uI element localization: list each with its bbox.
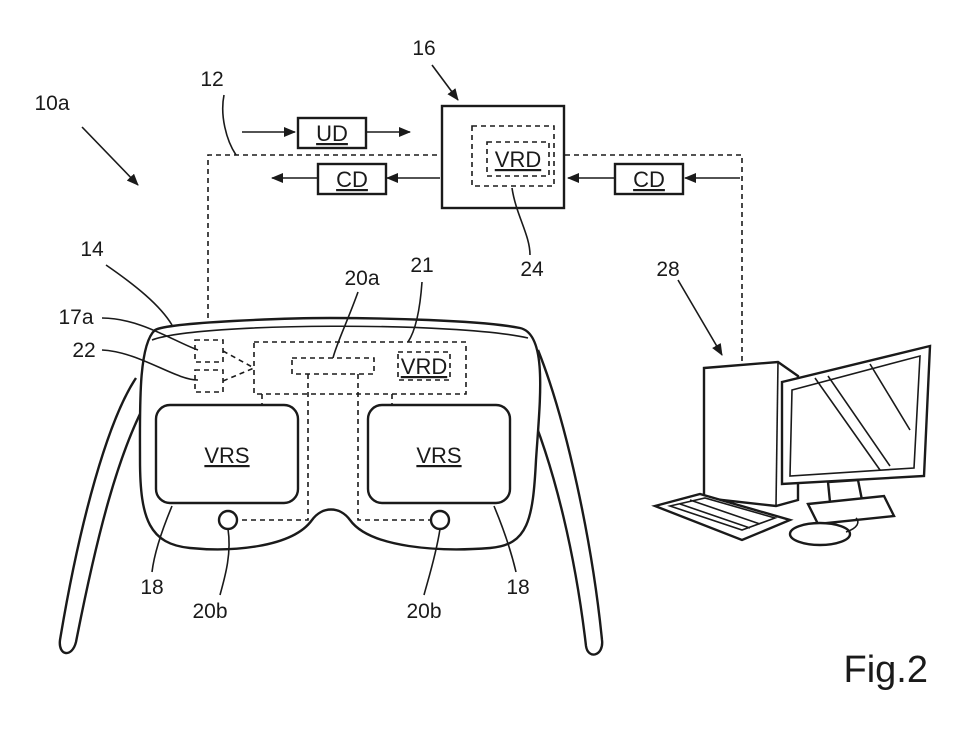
vrd-headset-label: VRD [401,354,447,379]
ref-10a: 10a [34,92,69,115]
vrs-left-label: VRS [204,443,249,468]
network-lines [207,154,743,362]
cd-right-message: CD [567,162,740,196]
server-box: VRD [440,104,566,210]
figure-label: Fig.2 [844,649,928,691]
ud-message: UD [242,116,411,150]
cd-right-label: CD [633,167,665,192]
computer [651,344,932,547]
ref-22: 22 [72,339,95,362]
ref-17a: 17a [58,306,93,329]
ref-20a: 20a [344,267,379,290]
ref-24: 24 [520,258,544,281]
ref-18-right: 18 [506,576,529,599]
cd-left-label: CD [336,167,368,192]
reference-leaders [81,64,723,596]
cd-left-message: CD [271,162,440,196]
ref-20b-right: 20b [406,600,441,623]
ref-16: 16 [412,37,435,60]
vrs-right-label: VRS [416,443,461,468]
ref-28: 28 [656,258,679,281]
headset: VRS VRS VRD [58,316,604,656]
vrd-server-label: VRD [495,147,541,172]
ref-18-left: 18 [140,576,163,599]
ref-14: 14 [80,238,104,261]
ref-12: 12 [200,68,223,91]
ref-20b-left: 20b [192,600,227,623]
ref-21: 21 [410,254,433,277]
ud-label: UD [316,121,348,146]
